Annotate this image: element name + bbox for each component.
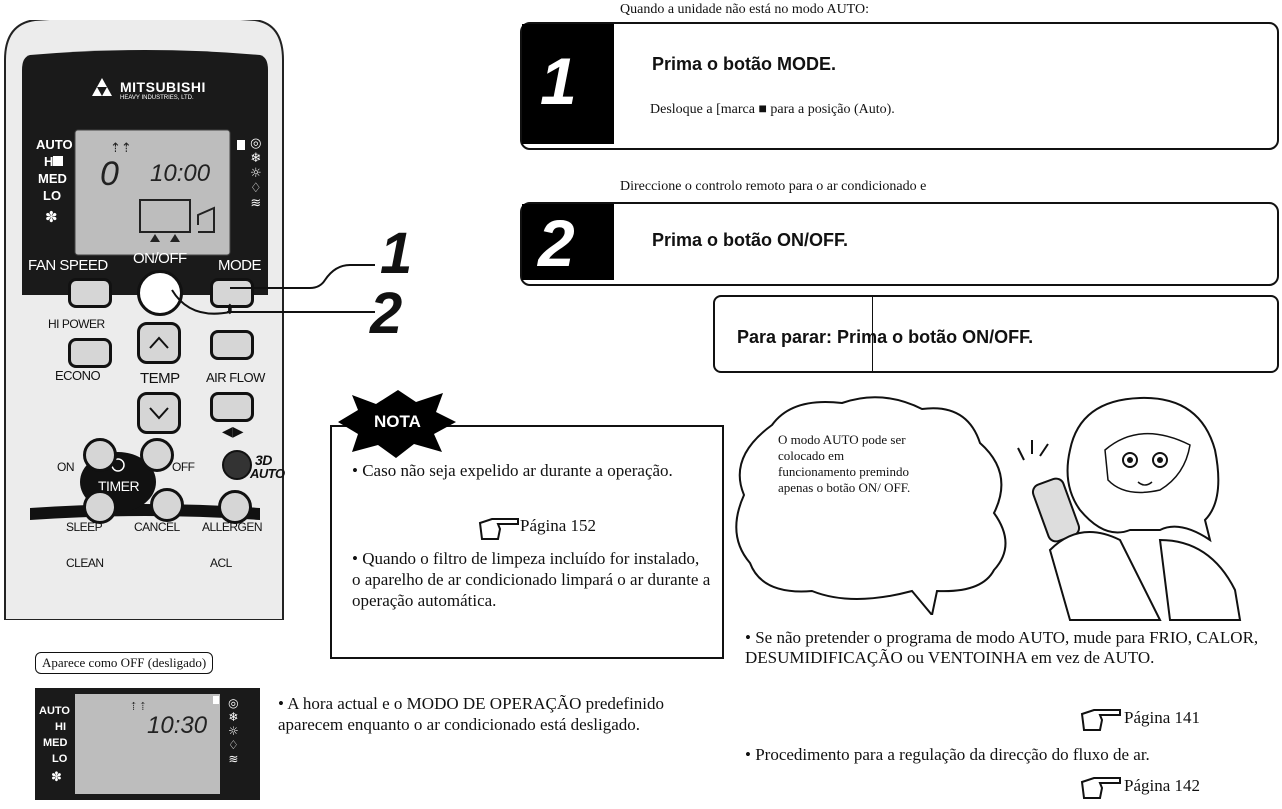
econo-label: ECONO bbox=[55, 368, 101, 383]
brand-name: MITSUBISHI bbox=[120, 79, 206, 95]
temp-label: TEMP bbox=[140, 370, 180, 387]
air-flow-label: AIR FLOW bbox=[206, 370, 265, 385]
callout-lines bbox=[171, 264, 375, 315]
fan-icon: ✽ bbox=[45, 208, 58, 226]
fan-speed-label: FAN SPEED bbox=[28, 257, 108, 274]
horizontal-flow-icon: ◀▶ bbox=[222, 424, 244, 440]
air-flow-horizontal-button[interactable] bbox=[210, 392, 254, 422]
air-flow-vertical-button[interactable] bbox=[210, 330, 254, 360]
mode-button[interactable] bbox=[210, 278, 254, 308]
lcd-time: 10:00 bbox=[150, 160, 211, 187]
off-display-lcd bbox=[75, 694, 220, 794]
step-2-title: Prima o botão ON/OFF. bbox=[652, 230, 849, 250]
mode-icons: ◎❄☼♢≋ bbox=[250, 136, 262, 211]
brand-subtitle: HEAVY INDUSTRIES, LTD. bbox=[120, 95, 194, 101]
right-page-ref-1: Página 141 bbox=[1124, 708, 1201, 727]
off-display-panel: AUTO HI MED LO ✽ ⇡⇡ 10:30 ◎❄☼♢≋ bbox=[35, 688, 260, 800]
step-1-title: Prima o botão MODE. bbox=[652, 54, 837, 74]
nota-title: NOTA bbox=[374, 412, 421, 431]
stop-box: Para parar: Prima o botão ON/OFF. bbox=[713, 295, 1279, 373]
step-1-text: Desloque a [marca ■ para a posição (Auto… bbox=[650, 102, 895, 117]
callout-number-2: 2 bbox=[370, 281, 403, 346]
nota-badge bbox=[338, 390, 456, 458]
allergen-button[interactable] bbox=[218, 490, 252, 524]
mode-label: MODE bbox=[218, 257, 262, 274]
bubble-text: O modo AUTO pode ser colocado em funcion… bbox=[778, 432, 911, 495]
off-airflow-icon: ⇡⇡ bbox=[129, 700, 148, 713]
lcd-mode-lo: LO bbox=[43, 188, 62, 203]
cancel-label: CANCEL bbox=[134, 520, 180, 534]
off-fan-icon: ✽ bbox=[51, 770, 62, 785]
speech-bubble bbox=[735, 396, 1007, 615]
nota-item-2: • Quando o filtro de limpeza incluído fo… bbox=[352, 549, 711, 610]
intro-text: Quando a unidade não está no modo AUTO: bbox=[620, 2, 869, 17]
lcd-digit: 0 bbox=[100, 155, 119, 193]
stop-text: Para parar: Prima o botão ON/OFF. bbox=[737, 327, 1034, 347]
on-off-label: ON/OFF bbox=[133, 250, 187, 267]
on-off-button[interactable] bbox=[137, 270, 183, 316]
off-mode-icons: ◎❄☼♢≋ bbox=[228, 696, 239, 766]
lcd-mode-hi: HI bbox=[44, 154, 57, 169]
pointing-hand-icon bbox=[1080, 709, 1121, 731]
clean-label: CLEAN bbox=[66, 556, 104, 570]
off-mode-hi: HI bbox=[55, 721, 66, 733]
step-2-number-block: 2 bbox=[522, 204, 614, 280]
hi-power-button[interactable] bbox=[68, 338, 112, 368]
pointing-hand-icon bbox=[1080, 777, 1121, 799]
timer-on-button[interactable] bbox=[83, 438, 117, 472]
step-2-number: 2 bbox=[538, 206, 575, 280]
timer-on-label: ON bbox=[57, 460, 75, 474]
off-display-time: 10:30 bbox=[147, 712, 208, 739]
right-page-ref-2: Página 142 bbox=[1124, 776, 1201, 795]
hi-power-label: HI POWER bbox=[48, 317, 105, 331]
nota-page-ref-1: Página 152 bbox=[520, 516, 597, 535]
off-mode-lo: LO bbox=[52, 753, 68, 765]
direct-text: Direccione o controlo remoto para o ar c… bbox=[620, 179, 927, 194]
off-mode-auto: AUTO bbox=[39, 705, 70, 717]
lcd-mode-med: MED bbox=[38, 171, 67, 186]
right-note-2: • Procedimento para a regulação da direc… bbox=[745, 745, 1150, 764]
pointing-hand-icon bbox=[478, 518, 519, 540]
temp-up-button[interactable] bbox=[137, 322, 181, 364]
step-1-box: 1 Prima o botão MODE. Desloque a [marca … bbox=[520, 22, 1279, 150]
step-1-number: 1 bbox=[540, 44, 577, 118]
timer-off-label: OFF bbox=[172, 460, 195, 474]
auto3d-bottom-label: AUTO bbox=[250, 466, 285, 481]
lcd-airflow-icon: ⇡⇡ bbox=[110, 140, 132, 155]
allergen-label: ALLERGEN bbox=[202, 520, 263, 534]
off-display-marker bbox=[213, 696, 219, 704]
nota-item-1: • Caso não seja expelido ar durante a op… bbox=[352, 461, 673, 480]
off-display-text: • A hora actual e o MODO DE OPERAÇÃO pre… bbox=[278, 694, 665, 734]
sleep-button[interactable] bbox=[83, 490, 117, 524]
remote-control: MITSUBISHI HEAVY INDUSTRIES, LTD. AUTO H… bbox=[0, 20, 290, 620]
vertical-flow-icon: ⬍ bbox=[224, 302, 236, 318]
cancel-button[interactable] bbox=[150, 488, 184, 522]
stop-divider bbox=[872, 297, 873, 371]
off-display-label: Aparece como OFF (desligado) bbox=[35, 652, 214, 674]
timer-label: TIMER bbox=[98, 478, 140, 494]
step-2-box: 2 Prima o botão ON/OFF. bbox=[520, 202, 1279, 286]
off-mode-med: MED bbox=[43, 737, 68, 749]
right-note-1: • Se não pretender o programa de modo AU… bbox=[745, 628, 1259, 667]
temp-down-button[interactable] bbox=[137, 392, 181, 434]
sleep-label: SLEEP bbox=[66, 520, 103, 534]
nota-box bbox=[330, 425, 724, 659]
callout-number-1: 1 bbox=[380, 221, 413, 286]
fan-speed-button[interactable] bbox=[68, 278, 112, 308]
mitsubishi-logo-icon bbox=[92, 78, 112, 96]
auto3d-top-label: 3D bbox=[255, 452, 272, 468]
girl-with-remote-illustration bbox=[1017, 396, 1242, 621]
step-1-number-block: 1 bbox=[522, 24, 614, 144]
acl-label: ACL bbox=[210, 556, 232, 570]
lcd-mode-auto: AUTO bbox=[36, 137, 73, 152]
timer-off-button[interactable] bbox=[140, 438, 174, 472]
